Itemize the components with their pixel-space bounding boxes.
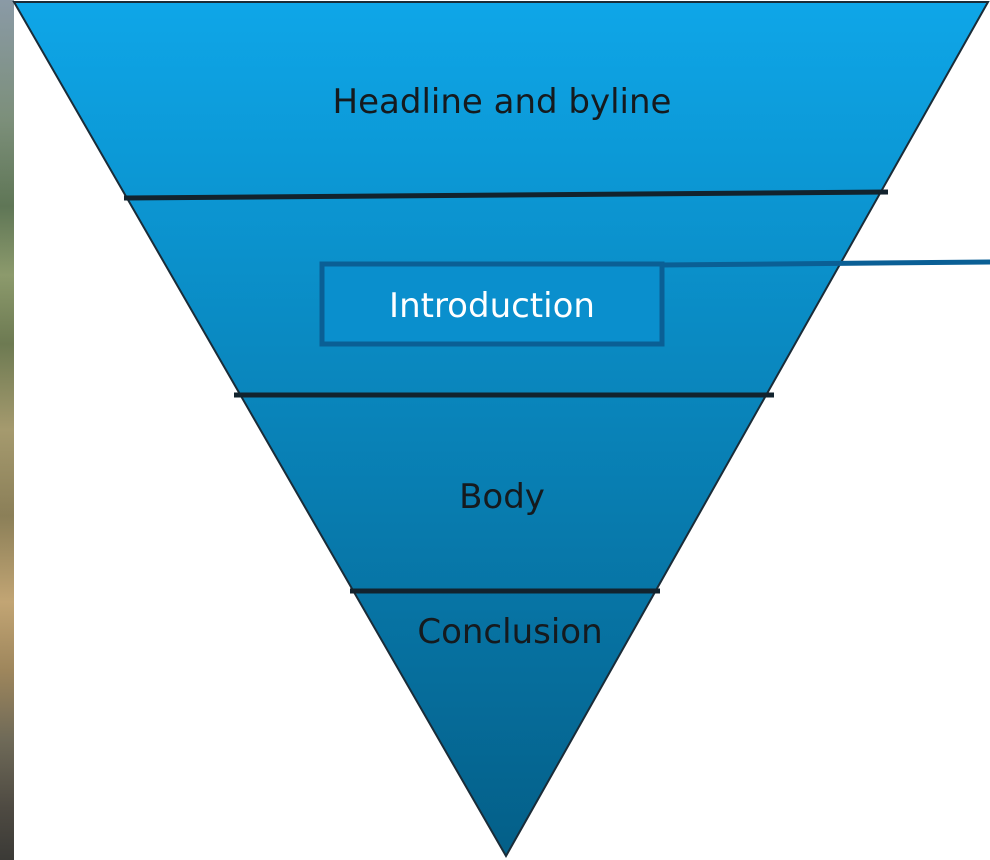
tier-divider-1 xyxy=(123,189,889,201)
introduction-connector-line xyxy=(659,259,990,268)
introduction-box xyxy=(319,261,665,347)
pyramid-shape xyxy=(12,1,990,859)
body-label: Body xyxy=(459,477,545,517)
headline-label: Headline and byline xyxy=(333,82,672,122)
introduction-label: Introduction xyxy=(389,286,595,326)
background-photo-strip xyxy=(0,0,14,860)
conclusion-label: Conclusion xyxy=(417,612,602,652)
